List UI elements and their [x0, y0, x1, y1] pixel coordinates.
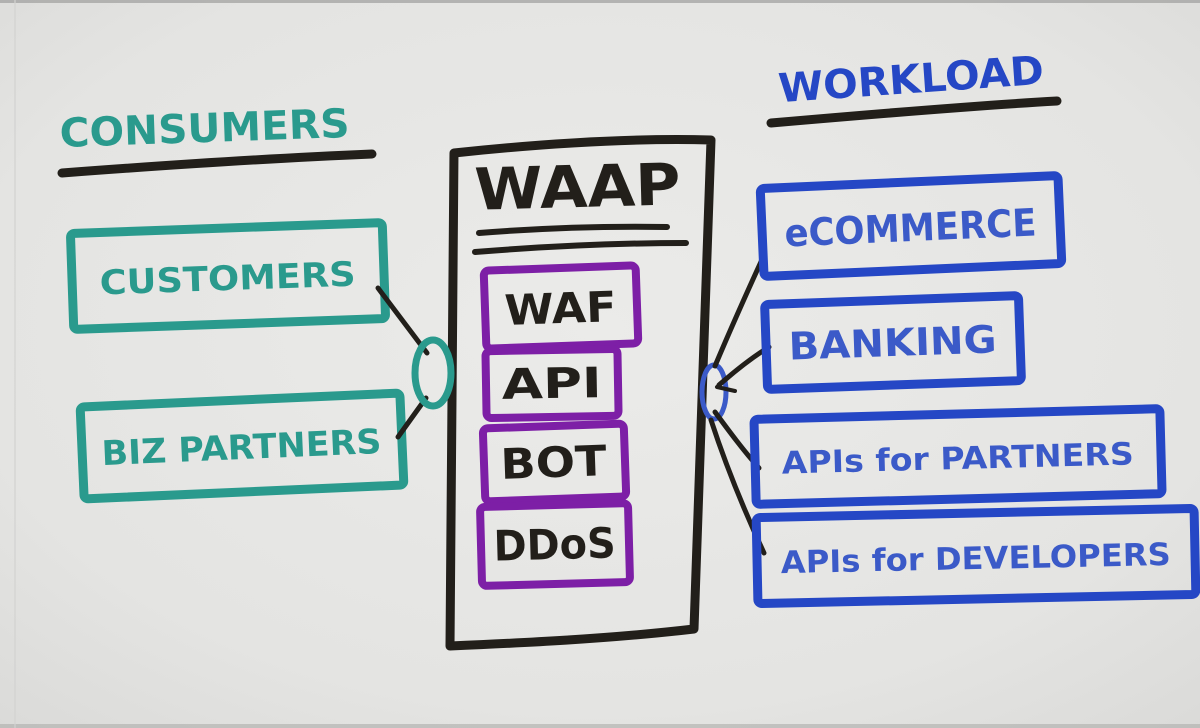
apis-for-developers-box [751, 504, 1200, 608]
left-connectors [375, 285, 430, 440]
bot-module: BOT [478, 419, 631, 506]
bot-box [478, 419, 631, 506]
ddos-box [476, 499, 634, 590]
apis-for-developers-label: APIs for DEVELOPERS [780, 537, 1171, 581]
ecommerce-box [755, 171, 1067, 281]
api-box [481, 344, 623, 423]
ecommerce-node: eCOMMERCE [755, 171, 1067, 281]
biz-partners-box [75, 388, 409, 504]
consumers-underline [57, 149, 377, 178]
banking-label: BANKING [788, 317, 997, 368]
left-hub-circle [411, 336, 455, 410]
waap-underline-2 [472, 240, 689, 255]
bot-label: BOT [500, 436, 608, 489]
workload-underline [766, 96, 1062, 128]
waap-panel: WAAP WAF API BOT DDoS [445, 135, 716, 651]
board-top-edge [0, 0, 1200, 3]
banking-line-arrowhead-icon [715, 371, 737, 393]
consumers-title: CONSUMERS [59, 101, 350, 157]
waap-title: WAAP [474, 150, 682, 223]
waf-label: WAF [504, 282, 618, 335]
api-module: API [481, 344, 623, 423]
banking-node: BANKING [760, 291, 1026, 394]
board-left-crease [14, 0, 16, 728]
ecommerce-label: eCOMMERCE [784, 201, 1038, 256]
biz-partners-to-waap-line [395, 395, 429, 440]
waap-outer-box [445, 135, 716, 651]
customers-label: CUSTOMERS [99, 255, 356, 304]
customers-box [66, 218, 390, 334]
ddos-module: DDoS [476, 499, 634, 590]
waap-underline-1 [476, 223, 670, 236]
apis-for-developers-node: APIs for DEVELOPERS [751, 504, 1200, 608]
apis-for-partners-box [749, 404, 1167, 509]
customers-node: CUSTOMERS [66, 218, 390, 334]
workload-column: WORKLOAD eCOMMERCE BANKING APIs for PART… [749, 48, 1200, 608]
banking-box [760, 291, 1026, 394]
customers-to-waap-line [375, 285, 430, 356]
api-label: API [501, 358, 602, 409]
board-bottom-edge [0, 724, 1200, 728]
ddos-label: DDoS [493, 518, 616, 570]
